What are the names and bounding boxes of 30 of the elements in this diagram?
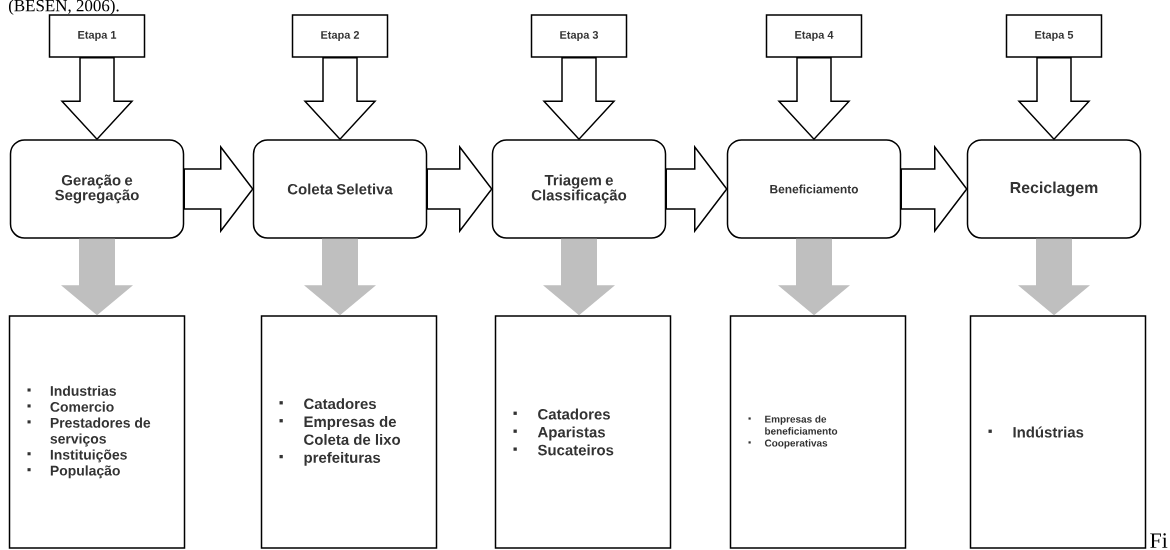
list-box: Catadores Empresas de Coleta de lixo prefeituras — [260, 315, 438, 549]
hollow-arrow — [542, 57, 616, 141]
block-arrow — [1018, 238, 1090, 316]
list-box: Catadores Aparistas Sucateiros — [494, 315, 672, 549]
stage-label-box: Etapa 4 — [765, 14, 863, 58]
hollow-arrow — [665, 144, 728, 234]
hollow-arrow — [60, 57, 134, 141]
process-box: Reciclagem — [966, 139, 1142, 239]
hollow-arrow — [1017, 57, 1091, 141]
process-box: Coleta Seletiva — [252, 139, 428, 239]
process-box: Triagem e Classificação — [491, 139, 667, 239]
block-arrow — [61, 238, 133, 316]
process-box: Geração e Segregação — [9, 139, 185, 239]
stage-label-box: Etapa 3 — [530, 14, 628, 58]
stage-label-box: Etapa 5 — [1005, 14, 1103, 58]
hollow-arrow — [900, 144, 968, 234]
list-box: Industrias Comercio Prestadores de serviços Instituições População — [8, 315, 186, 549]
hollow-arrow — [426, 144, 493, 234]
hollow-arrow — [183, 144, 254, 234]
process-box: Beneficiamento — [726, 139, 902, 239]
list-box: Empresas de beneficiamento Cooperativas — [729, 315, 907, 549]
body-text: (BESEN, 2006). — [8, 0, 119, 15]
list-box: Indústrias — [969, 315, 1147, 549]
stage-label-box: Etapa 1 — [48, 14, 146, 58]
block-arrow — [304, 238, 376, 316]
block-arrow — [778, 238, 850, 316]
hollow-arrow — [303, 57, 377, 141]
stage-label-box: Etapa 2 — [291, 14, 389, 58]
hollow-arrow — [777, 57, 851, 141]
block-arrow — [543, 238, 615, 316]
